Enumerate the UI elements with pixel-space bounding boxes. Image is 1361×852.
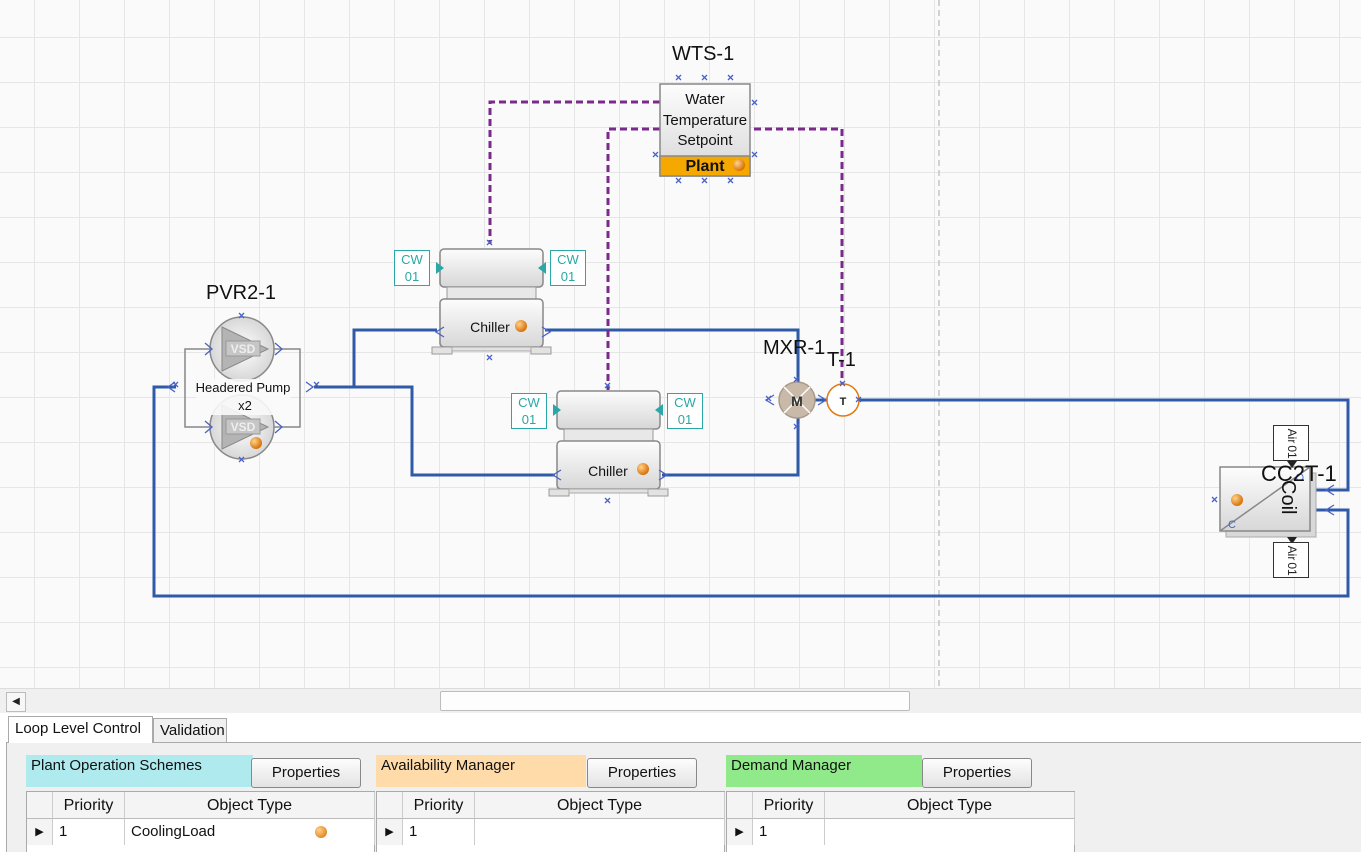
status-dot <box>733 159 745 171</box>
plant-operation-properties-button[interactable]: Properties <box>251 758 361 788</box>
schematic-canvas[interactable]: Water Temperature Setpoint Plant Chiller <box>0 0 1361 688</box>
cct-label: CC2T-1 <box>1261 461 1337 486</box>
priority-cell[interactable]: 1 <box>403 819 475 845</box>
loop-level-control-panel: Plant Operation Schemes Properties Prior… <box>6 742 1361 852</box>
object-type-cell[interactable] <box>475 819 725 845</box>
priority-column-header: Priority <box>753 792 825 819</box>
port-markers <box>652 74 758 184</box>
air-node-top[interactable]: Air 01 <box>1273 425 1309 461</box>
demand-manager-properties-button[interactable]: Properties <box>922 758 1032 788</box>
water-loop-lines <box>152 328 1350 598</box>
plant-footer-label: Plant <box>685 158 725 175</box>
availability-manager-grid: Priority Object Type ▶ 1 <box>376 791 725 852</box>
availability-manager-properties-button[interactable]: Properties <box>587 758 697 788</box>
pump-label: Headered Pump <box>196 380 291 395</box>
priority-cell[interactable]: 1 <box>753 819 825 845</box>
plant-operation-grid: Priority Object Type ▶ 1 CoolingLoad <box>26 791 375 852</box>
horizontal-scrollbar[interactable]: ◀ <box>0 688 1361 713</box>
mixer-symbol: M <box>791 393 803 409</box>
setpoint-control-lines <box>488 100 844 390</box>
mxr-label: MXR-1 <box>763 337 826 359</box>
object-type-cell[interactable] <box>825 819 1075 845</box>
setpoint-text-3: Setpoint <box>677 132 733 149</box>
tee-symbol: T <box>840 396 847 408</box>
setpoint-text-2: Temperature <box>663 112 747 129</box>
chiller-2[interactable]: Chiller <box>548 382 669 504</box>
scrollbar-thumb[interactable] <box>440 691 910 711</box>
setpoint-text-1: Water <box>685 91 724 108</box>
pvr-label: PVR2-1 <box>206 282 277 304</box>
coil-corner-c: C <box>1228 519 1236 531</box>
tab-loop-level-control[interactable]: Loop Level Control <box>8 716 153 743</box>
row-selector-arrow-icon[interactable]: ▶ <box>377 819 403 845</box>
scroll-left-arrow-icon[interactable]: ◀ <box>6 692 26 712</box>
water-temperature-setpoint[interactable]: Water Temperature Setpoint Plant <box>652 74 758 184</box>
status-dot-icon <box>315 826 327 838</box>
pump-count: x2 <box>238 398 252 413</box>
row-header-corner <box>377 792 403 819</box>
row-selector-arrow-icon[interactable]: ▶ <box>727 819 753 845</box>
cooling-coil[interactable]: C C Coil <box>1211 461 1335 544</box>
object-type-column-header: Object Type <box>125 792 375 819</box>
priority-column-header: Priority <box>53 792 125 819</box>
coil-label: Coil <box>1277 480 1299 514</box>
object-type-cell[interactable]: CoolingLoad <box>125 819 375 845</box>
mixer[interactable]: M <box>764 376 828 430</box>
headered-pump[interactable]: VSD VSD Headered Pump x2 <box>166 312 320 463</box>
chiller-2-label: Chiller <box>588 463 628 479</box>
priority-column-header: Priority <box>403 792 475 819</box>
demand-manager-header: Demand Manager <box>726 755 922 787</box>
schematic-drawing: Water Temperature Setpoint Plant Chiller <box>152 0 1350 688</box>
air-node-bottom[interactable]: Air 01 <box>1273 542 1309 578</box>
row-header-corner <box>27 792 53 819</box>
demand-manager-grid: Priority Object Type ▶ 1 <box>726 791 1075 852</box>
availability-manager-header: Availability Manager <box>376 755 586 787</box>
row-header-corner <box>727 792 753 819</box>
tab-validation[interactable]: Validation <box>153 718 227 742</box>
vsd-label-1: VSD <box>231 342 256 356</box>
coil-corner-c-top: C <box>1293 473 1305 481</box>
object-type-column-header: Object Type <box>475 792 725 819</box>
vsd-label-2: VSD <box>231 420 256 434</box>
object-type-column-header: Object Type <box>825 792 1075 819</box>
chiller-1[interactable]: Chiller <box>431 239 552 361</box>
chiller-1-label: Chiller <box>470 319 510 335</box>
wts-label: WTS-1 <box>672 43 735 65</box>
tee[interactable]: T <box>826 380 862 417</box>
priority-cell[interactable]: 1 <box>53 819 125 845</box>
plant-operation-schemes-header: Plant Operation Schemes <box>26 755 253 787</box>
tab-strip: Loop Level Control Validation <box>0 712 1361 743</box>
row-selector-arrow-icon[interactable]: ▶ <box>27 819 53 845</box>
tee-label: T-1 <box>827 349 856 371</box>
